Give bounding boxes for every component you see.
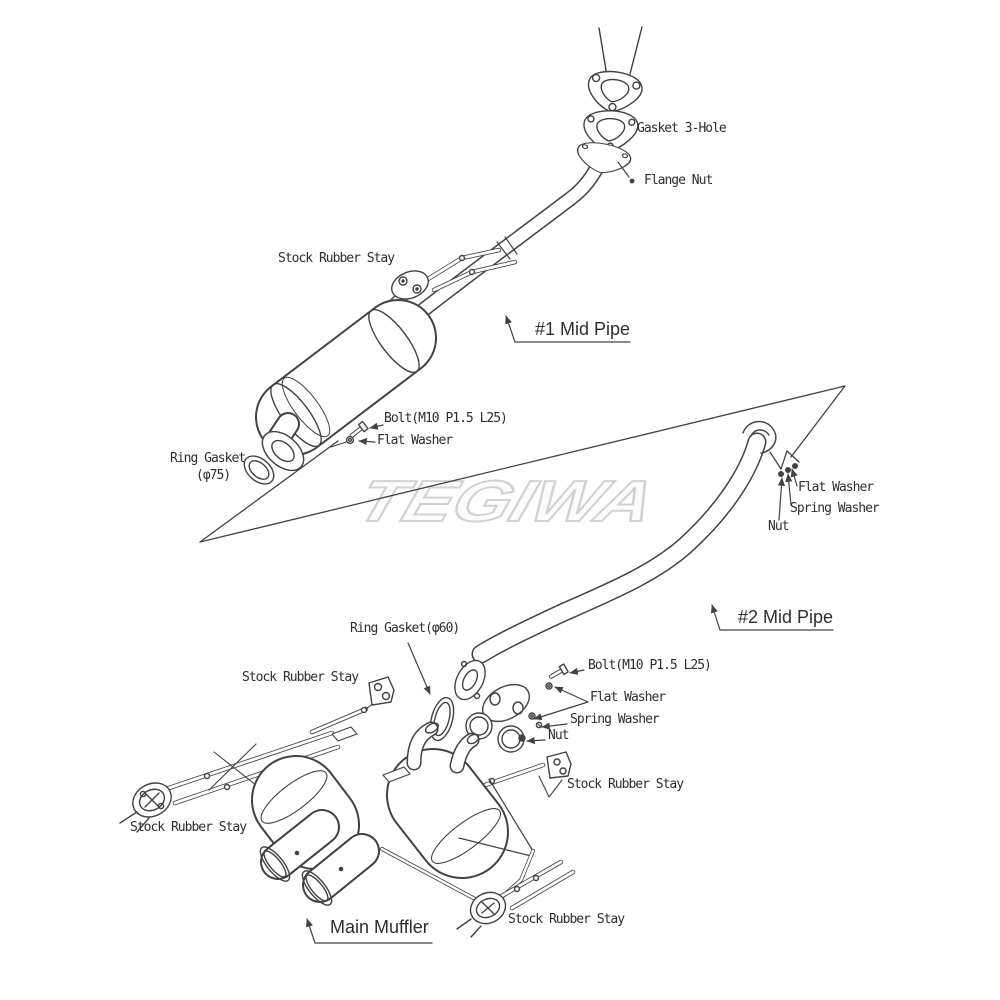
- label-stock-rubber-stay-mid-left: Stock Rubber Stay: [242, 670, 359, 685]
- exhaust-tips: [259, 809, 380, 906]
- label-stock-rubber-stay-mid-right: Stock Rubber Stay: [567, 777, 684, 792]
- label-nut-right: Nut: [768, 519, 790, 534]
- label-spring-washer-bottom: Spring Washer: [570, 712, 660, 727]
- mid-pipe-2-assembly: [429, 420, 799, 753]
- watermark-text: TEGIWA: [350, 470, 663, 534]
- label-ring-gasket-60: Ring Gasket(φ60): [350, 621, 460, 636]
- label-stock-rubber-stay-bottom-right: Stock Rubber Stay: [508, 912, 625, 927]
- bolt-icon-bottom: [548, 663, 569, 679]
- stock-rubber-stay-bottom-right-part: [456, 859, 576, 938]
- label-flat-washer-right: Flat Washer: [798, 480, 874, 495]
- stock-rubber-stay-bottom-left-part: [119, 782, 172, 833]
- label-mid-pipe-1: #1 Mid Pipe: [535, 319, 631, 339]
- section-break-wedge: [199, 385, 846, 543]
- flat-washer-icon-top: [345, 435, 355, 445]
- label-bolt-m10-bottom: Bolt(M10 P1.5 L25): [588, 658, 712, 673]
- label-flat-washer-top: Flat Washer: [377, 433, 453, 448]
- leader-lines: [306, 161, 834, 944]
- label-ring-gasket-75-size: (φ75): [196, 468, 231, 483]
- gasket-3-hole-part: [583, 110, 639, 152]
- label-stock-rubber-stay-top: Stock Rubber Stay: [278, 251, 395, 266]
- bolt-icon-top: [349, 420, 369, 438]
- label-stock-rubber-stay-bottom-left: Stock Rubber Stay: [130, 820, 247, 835]
- label-flat-washer-bottom: Flat Washer: [590, 690, 666, 705]
- mid-pipe-1-assembly: [243, 26, 643, 485]
- label-main-muffler: Main Muffler: [330, 917, 429, 937]
- label-spring-washer-right: Spring Washer: [790, 501, 880, 516]
- main-muffler-assembly: [119, 676, 576, 938]
- label-flange-nut: Flange Nut: [644, 173, 713, 188]
- tegiwa-watermark: TEGIWA: [348, 469, 663, 535]
- label-mid-pipe-2: #2 Mid Pipe: [738, 607, 834, 627]
- ring-gasket-75-part: [243, 455, 275, 485]
- stock-rubber-stay-mid-left-part: [309, 676, 395, 735]
- label-gasket-3-hole: Gasket 3-Hole: [637, 121, 727, 136]
- label-nut-bottom: Nut: [548, 728, 570, 743]
- label-bolt-m10-top: Bolt(M10 P1.5 L25): [384, 411, 508, 426]
- label-ring-gasket-75-name: Ring Gasket: [170, 451, 246, 466]
- stock-rubber-stay-mid-right-part: [538, 751, 572, 798]
